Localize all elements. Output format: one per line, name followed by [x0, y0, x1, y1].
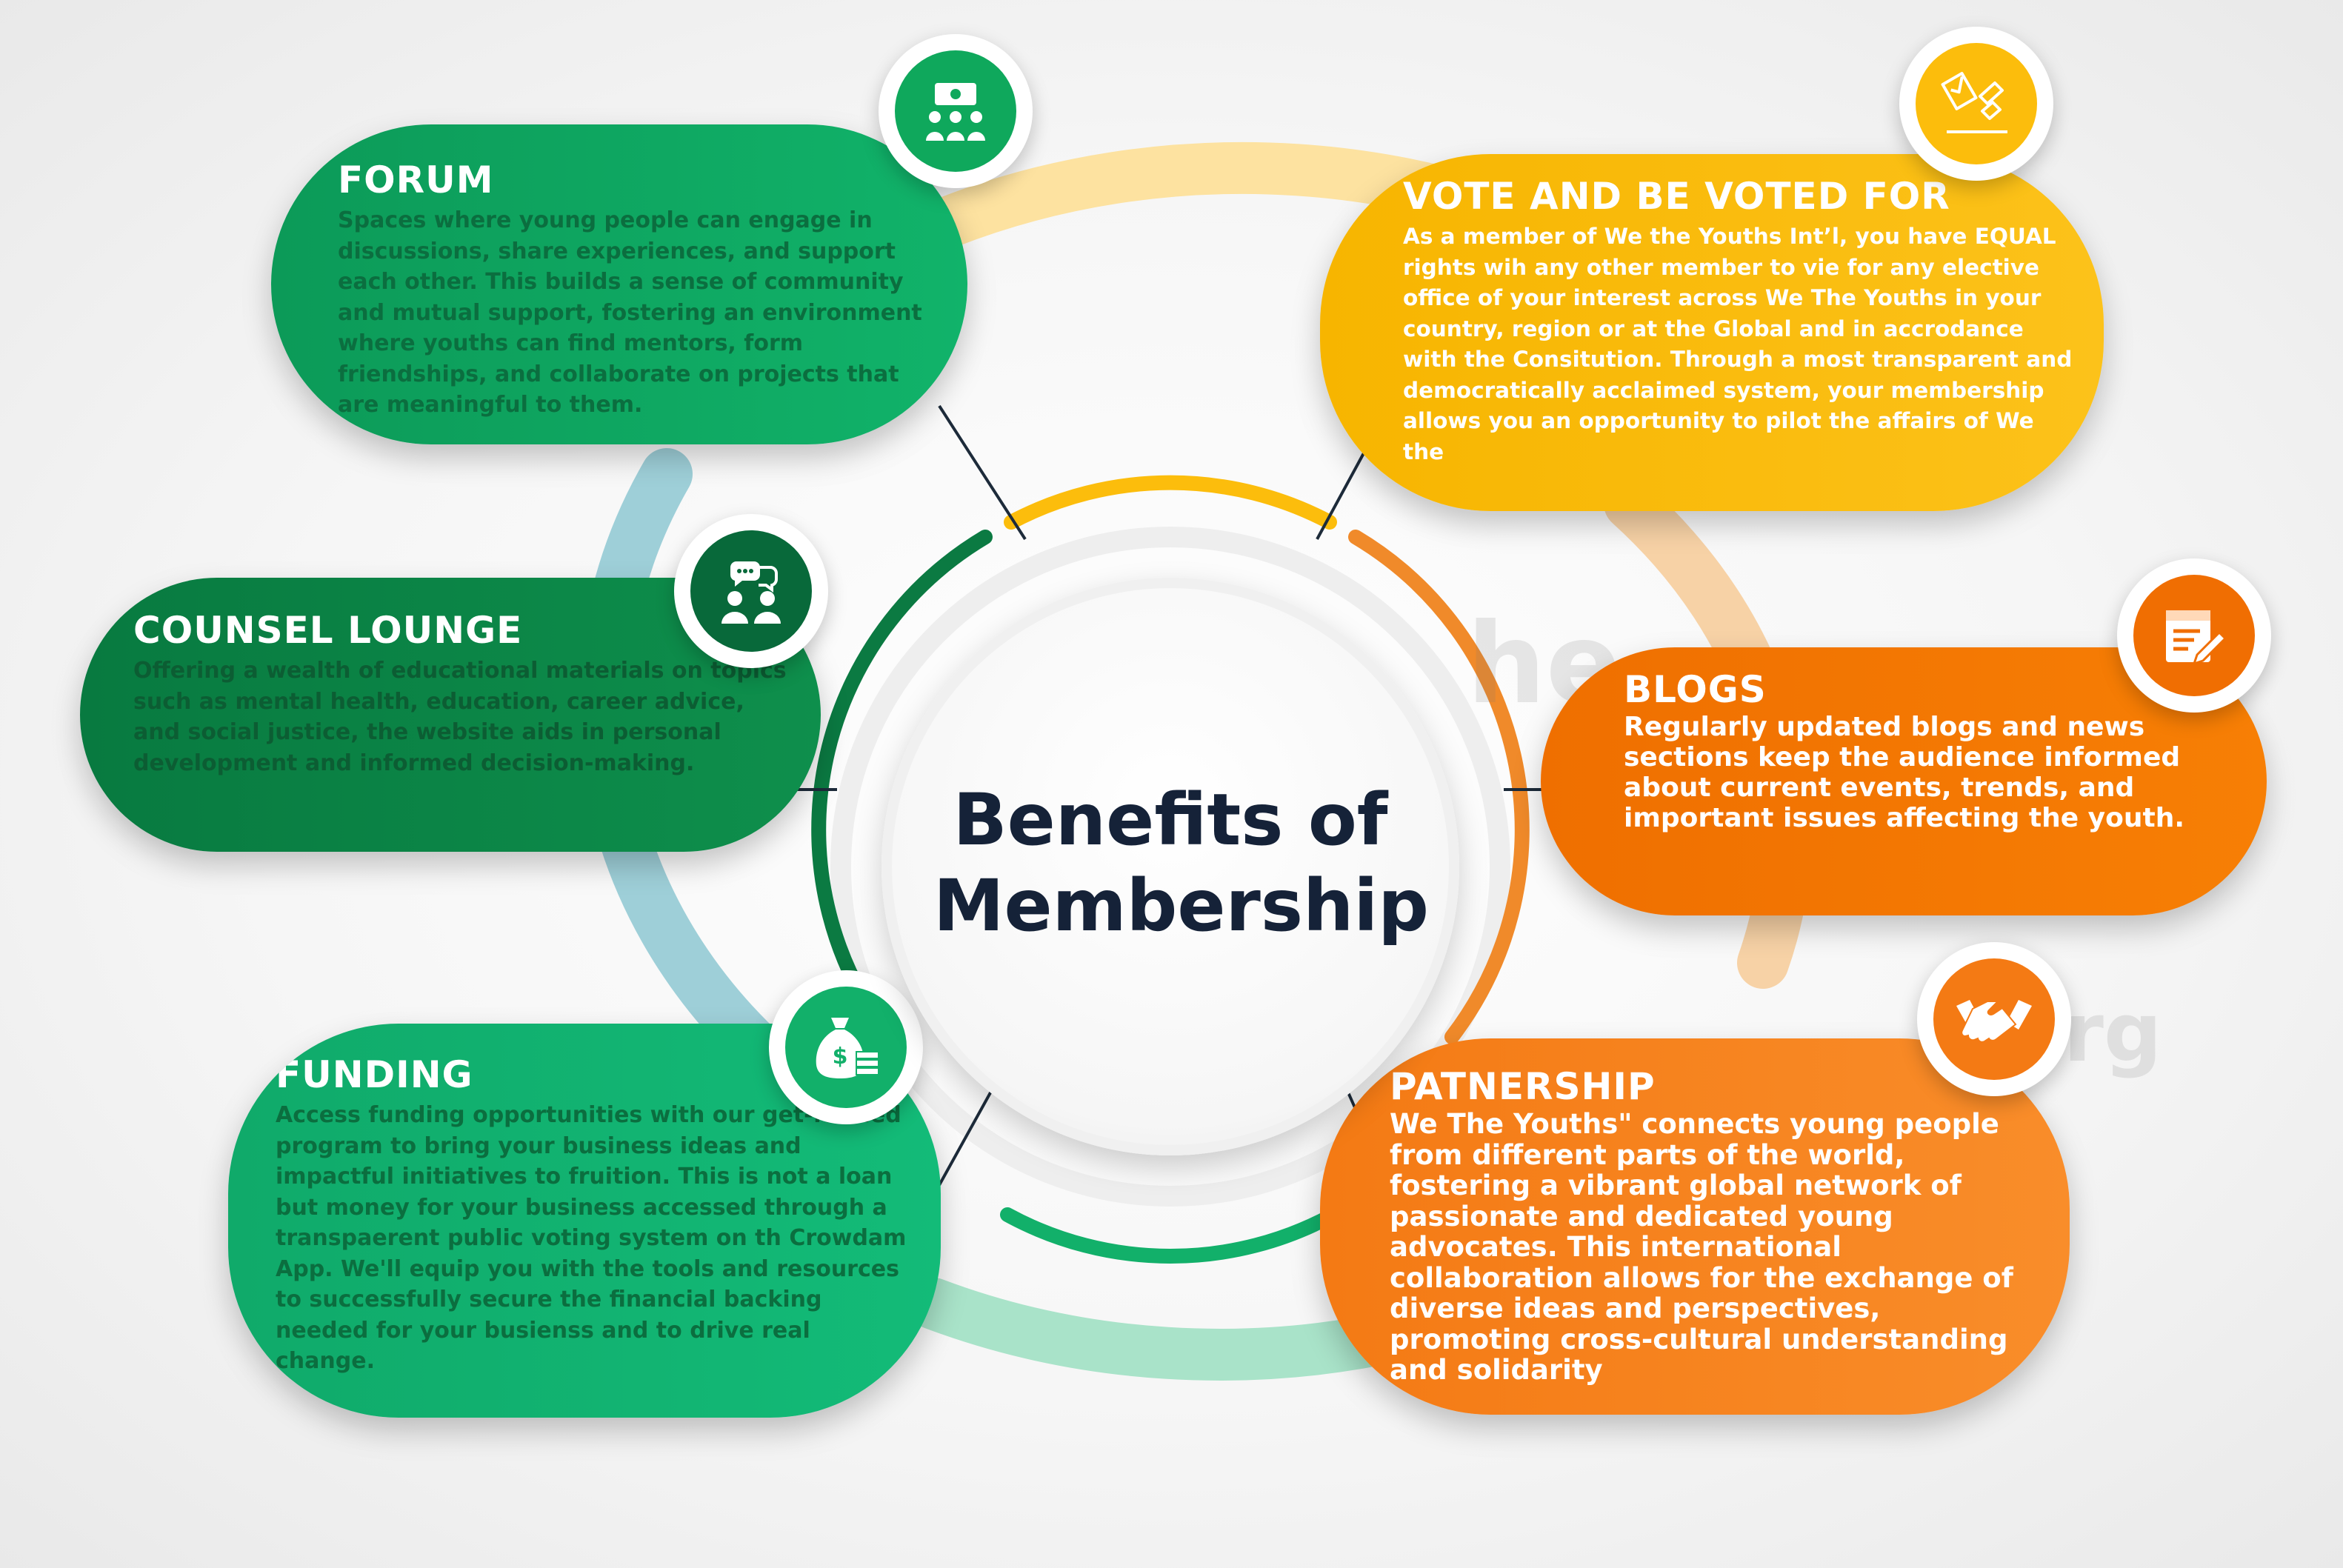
benefit-title-forum: FORUM: [338, 159, 494, 201]
benefit-card-partnership: PATNERSHIP We The Youths" connects young…: [1320, 1038, 2070, 1415]
forum-badge: [879, 34, 1033, 188]
benefit-card-blogs: BLOGS Regularly updated blogs and news s…: [1541, 647, 2267, 915]
benefit-text-counsel: Offering a wealth of educational materia…: [133, 658, 787, 776]
connector-forum: [938, 404, 1027, 541]
page-title: Benefits of Membership: [933, 778, 1429, 947]
benefit-text-blogs: Regularly updated blogs and news section…: [1624, 712, 2185, 833]
inner-arc-orange: [1348, 530, 1530, 1044]
benefit-title-funding: FUNDING: [276, 1053, 473, 1096]
benefit-text-vote: As a member of We the Youths Int’l, you …: [1403, 224, 2073, 464]
connector-vote: [1316, 451, 1366, 540]
benefit-title-blogs: BLOGS: [1624, 668, 1767, 711]
benefit-card-vote: VOTE AND BE VOTED FOR As a member of We …: [1320, 154, 2104, 511]
group-meeting-icon: [926, 83, 985, 141]
outer-arc-mint: [907, 1278, 1433, 1381]
benefit-card-forum: FORUM Spaces where young people can enga…: [271, 124, 967, 444]
chat-people-icon: [721, 561, 781, 624]
benefit-text-funding: Access funding opportunities with our ge…: [276, 1102, 907, 1374]
benefit-title-vote: VOTE AND BE VOTED FOR: [1403, 175, 1950, 218]
benefit-text-forum: Spaces where young people can engage in …: [338, 207, 922, 418]
center-circle: Benefits of Membership: [881, 578, 1459, 1155]
benefit-title-counsel: COUNSEL LOUNGE: [133, 609, 523, 652]
partnership-badge: [1917, 942, 2071, 1096]
inner-arc-yellow: [1004, 475, 1337, 530]
blog-edit-icon: [2166, 610, 2227, 666]
inner-arc-green: [1000, 1207, 1341, 1264]
benefit-text-partnership: We The Youths" connects young people fro…: [1390, 1108, 2013, 1386]
benefit-card-counsel: COUNSEL LOUNGE Offering a wealth of educ…: [80, 578, 821, 852]
svg-text:$: $: [833, 1044, 848, 1070]
blogs-badge: [2117, 558, 2271, 713]
money-bag-icon: $: [816, 1018, 879, 1078]
counsel-badge: [674, 514, 828, 668]
inner-arc-darkgreen: [811, 530, 993, 1044]
ballot-box-icon: [1941, 72, 2007, 133]
benefit-title-partnership: PATNERSHIP: [1390, 1065, 1656, 1108]
vote-badge: [1899, 27, 2053, 181]
handshake-icon: [1956, 1000, 2032, 1043]
funding-badge: $: [769, 970, 923, 1124]
